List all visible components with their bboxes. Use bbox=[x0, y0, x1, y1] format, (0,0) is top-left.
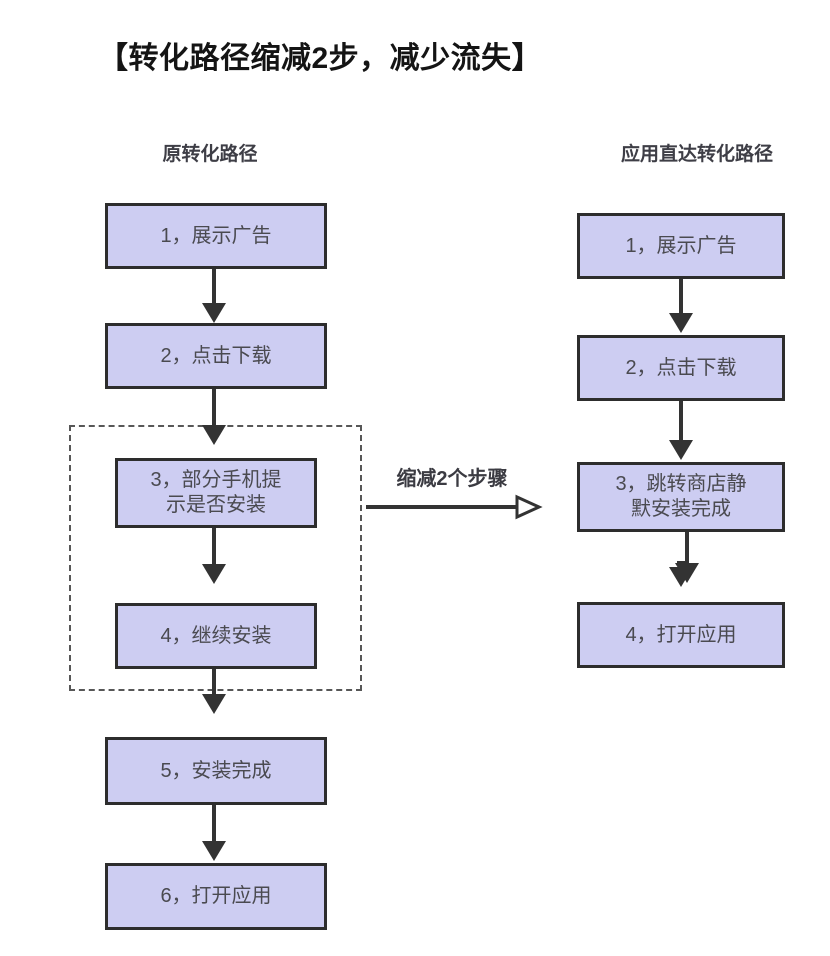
left-column-header: 原转化路径 bbox=[162, 144, 258, 165]
down-arrow bbox=[212, 805, 216, 841]
down-arrow bbox=[679, 563, 683, 567]
left-step-3-box: 3，部分手机提 示是否安装 bbox=[115, 458, 317, 528]
right-step-3-box: 3，跳转商店静 默安装完成 bbox=[577, 462, 785, 532]
left-step-2-box: 2，点击下载 bbox=[105, 323, 327, 389]
left-step-4-box: 4，继续安装 bbox=[115, 603, 317, 669]
down-arrow-jog-vertical bbox=[685, 532, 689, 563]
right-column-header: 应用直达转化路径 bbox=[620, 144, 774, 165]
down-arrow bbox=[679, 401, 683, 440]
reduction-arrow-label: 缩减2个步骤 bbox=[396, 468, 508, 490]
down-arrow bbox=[212, 269, 216, 303]
right-step-4-box: 4，打开应用 bbox=[577, 602, 785, 668]
down-arrow bbox=[212, 389, 216, 425]
left-step-5-box: 5，安装完成 bbox=[105, 737, 327, 805]
down-arrow bbox=[679, 279, 683, 313]
down-arrow bbox=[212, 669, 216, 694]
right-step-2-box: 2，点击下载 bbox=[577, 335, 785, 401]
diagram-title: 【转化路径缩减2步，减少流失】 bbox=[98, 42, 543, 75]
down-arrow-jog-horizontal bbox=[677, 561, 689, 565]
down-arrow bbox=[212, 528, 216, 564]
right-arrow-icon bbox=[366, 494, 543, 520]
left-step-6-box: 6，打开应用 bbox=[105, 863, 327, 930]
right-step-1-box: 1，展示广告 bbox=[577, 213, 785, 279]
left-step-1-box: 1，展示广告 bbox=[105, 203, 327, 269]
